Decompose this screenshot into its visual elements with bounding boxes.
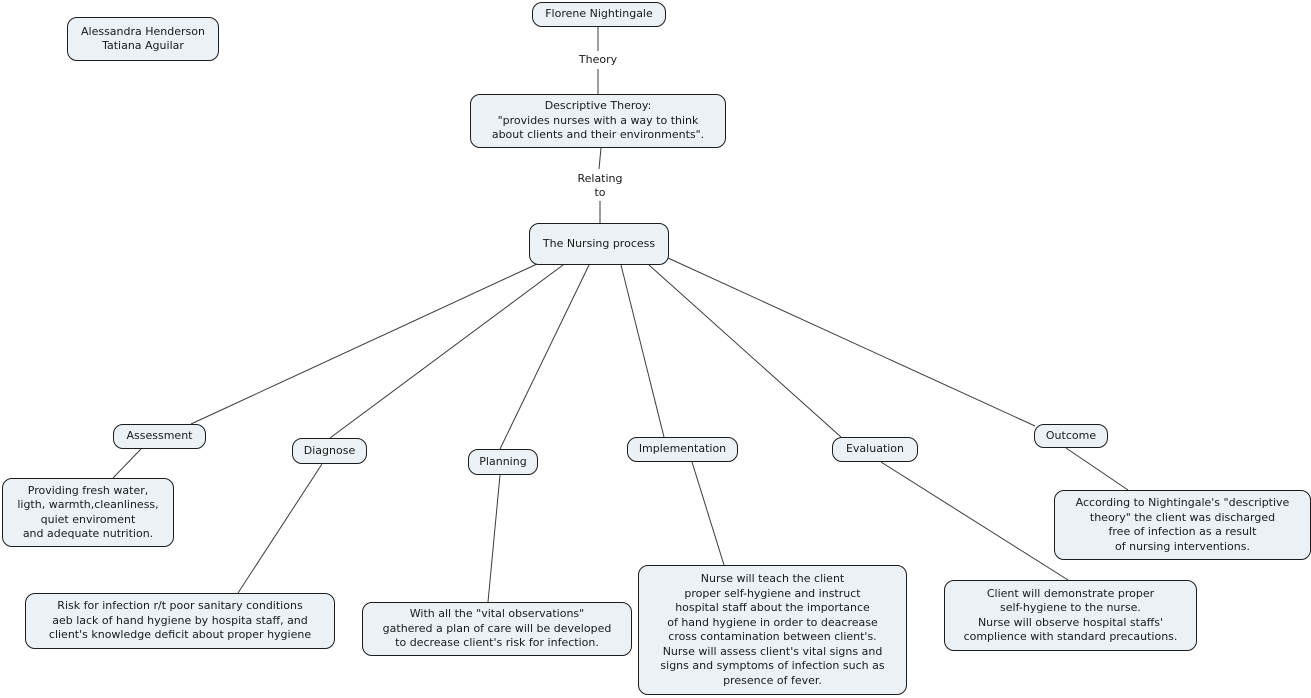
- edge-process-assessment: [190, 263, 538, 425]
- link-label-relating-to[interactable]: Relating to: [577, 172, 623, 199]
- step-node-implementation[interactable]: Implementation: [627, 437, 738, 462]
- edge-implementation-detail: [691, 461, 725, 566]
- step-node-assessment[interactable]: Assessment: [113, 424, 206, 449]
- detail-node-implementation[interactable]: Nurse will teach the client proper self-…: [638, 565, 907, 695]
- edge-process-diagnose: [329, 264, 564, 439]
- step-node-diagnose[interactable]: Diagnose: [292, 438, 367, 464]
- step-node-outcome[interactable]: Outcome: [1034, 424, 1108, 448]
- edge-process-planning: [499, 264, 590, 450]
- nursing-process-node[interactable]: The Nursing process: [529, 223, 669, 265]
- detail-node-assessment[interactable]: Providing fresh water, ligth, warmth,cle…: [2, 478, 174, 547]
- link-label-theory[interactable]: Theory: [578, 53, 618, 66]
- edge-process-evaluation: [648, 264, 842, 438]
- edge-diagnose-detail: [237, 463, 323, 594]
- edge-planning-detail: [487, 474, 501, 603]
- edge-outcome-detail: [1065, 447, 1129, 491]
- detail-node-diagnose[interactable]: Risk for infection r/t poor sanitary con…: [25, 593, 335, 649]
- edge-descriptive-relating-label: [598, 147, 602, 170]
- step-node-evaluation[interactable]: Evaluation: [832, 437, 918, 462]
- detail-node-planning[interactable]: With all the "vital observations" gather…: [362, 602, 632, 656]
- step-node-planning[interactable]: Planning: [468, 449, 538, 475]
- authors-node[interactable]: Alessandra Henderson Tatiana Aguilar: [67, 17, 219, 61]
- root-node-florene-nightingale[interactable]: Florene Nightingale: [532, 2, 666, 27]
- edge-evaluation-detail: [880, 461, 1069, 581]
- descriptive-theory-node[interactable]: Descriptive Theroy: "provides nurses wit…: [470, 94, 726, 148]
- edge-process-outcome: [667, 257, 1036, 427]
- edge-process-implementation: [620, 264, 665, 438]
- detail-node-evaluation[interactable]: Client will demonstrate proper self-hygi…: [944, 580, 1197, 651]
- edge-assessment-detail: [112, 448, 142, 479]
- detail-node-outcome[interactable]: According to Nightingale's "descriptive …: [1054, 490, 1311, 560]
